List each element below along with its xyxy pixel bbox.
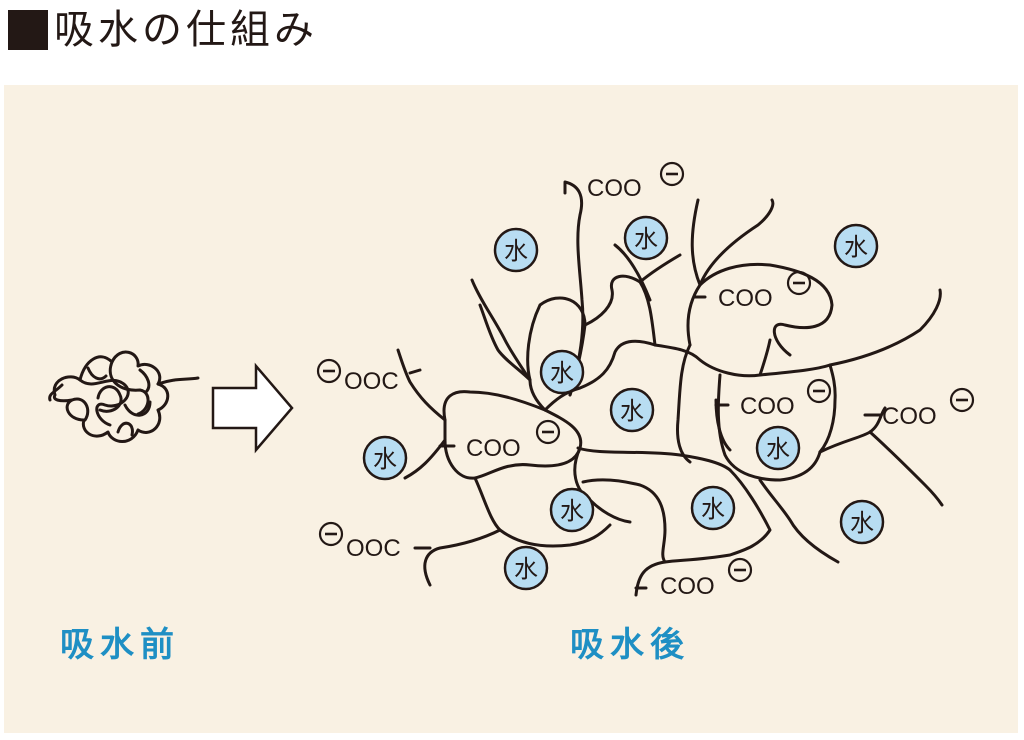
water-molecule: 水: [623, 215, 669, 261]
water-molecule: 水: [833, 223, 879, 269]
caption-after: 吸水後: [570, 625, 690, 665]
negative-charge-icon: [806, 378, 832, 404]
right-arrow-icon: [211, 362, 294, 454]
coo-label: COO: [660, 573, 715, 600]
polymer-tangle-before: [48, 350, 200, 443]
title-row: 吸水の仕組み: [8, 4, 318, 56]
negative-charge-icon: [318, 521, 344, 547]
coo-label: COO: [718, 285, 773, 312]
water-label: 水: [766, 435, 790, 463]
water-molecule: 水: [839, 499, 885, 545]
water-label: 水: [504, 237, 528, 265]
ooc-label: OOC: [344, 368, 399, 395]
water-molecule: 水: [539, 349, 585, 395]
water-molecule: 水: [609, 387, 655, 433]
diagram-panel: [4, 85, 1018, 733]
page-title: 吸水の仕組み: [54, 7, 318, 53]
water-label: 水: [373, 445, 397, 473]
coo-label: COO: [882, 403, 937, 430]
title-square-icon: [8, 10, 48, 50]
water-label: 水: [634, 225, 658, 253]
negative-charge-icon: [727, 557, 753, 583]
water-molecule: 水: [755, 425, 801, 471]
ooc-label: OOC: [346, 535, 401, 562]
water-molecule: 水: [549, 487, 595, 533]
water-label: 水: [514, 555, 538, 583]
water-molecule: 水: [690, 485, 736, 531]
negative-charge-icon: [535, 419, 561, 445]
polymer-network-after: [396, 180, 944, 597]
water-label: 水: [550, 359, 574, 387]
water-molecule: 水: [503, 545, 549, 591]
coo-label: COO: [466, 435, 521, 462]
water-label: 水: [701, 495, 725, 523]
water-molecule: 水: [493, 227, 539, 273]
water-label: 水: [850, 509, 874, 537]
water-molecules: 水 水 水 水 水 水 水 水: [362, 215, 885, 591]
caption-before: 吸水前: [60, 625, 180, 665]
carboxyl-labels: COO COO COO COO COO COO OOC OOC: [316, 161, 975, 600]
coo-label: COO: [587, 175, 642, 202]
water-label: 水: [844, 233, 868, 261]
coo-label: COO: [740, 393, 795, 420]
negative-charge-icon: [949, 387, 975, 413]
negative-charge-icon: [659, 161, 685, 187]
water-molecule: 水: [362, 435, 408, 481]
water-label: 水: [560, 497, 584, 525]
water-label: 水: [620, 397, 644, 425]
negative-charge-icon: [316, 358, 342, 384]
negative-charge-icon: [786, 270, 812, 296]
